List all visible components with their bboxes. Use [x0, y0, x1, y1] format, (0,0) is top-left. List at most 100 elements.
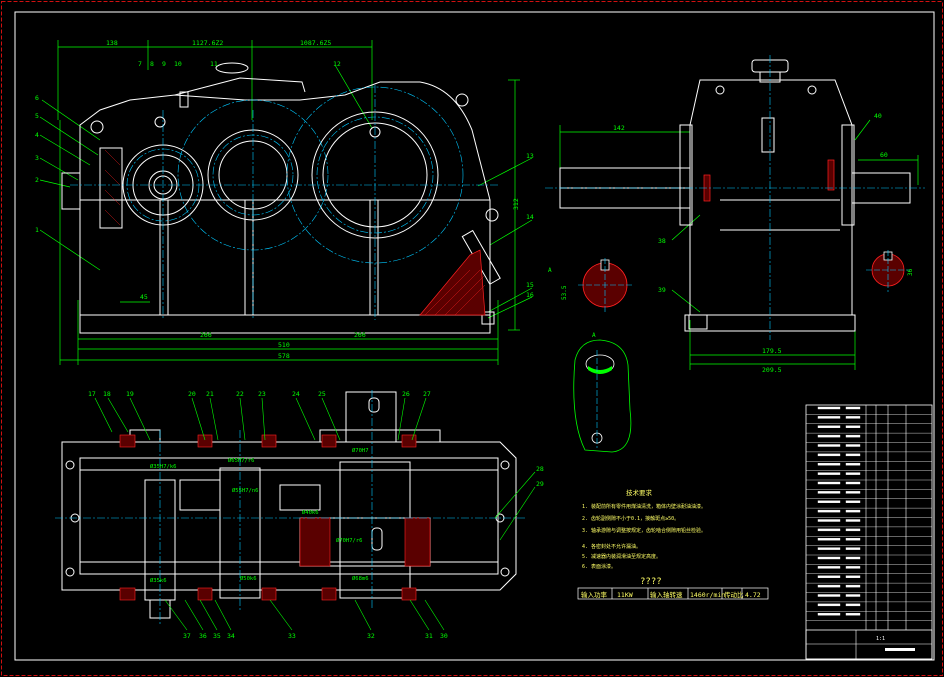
balloon-11: 11 — [210, 60, 218, 68]
spec-table: ???? 输入功率 11KW 输入轴转速 1460r/min 传动比 4.72 — [577, 577, 769, 600]
bom-row-name — [845, 613, 861, 616]
balloon-40: 40 — [874, 112, 882, 120]
balloon-15: 15 — [526, 281, 534, 289]
balloon-13: 13 — [526, 152, 534, 160]
side-dim-1: 142 — [613, 124, 625, 132]
spec-cell-2: 11KW — [617, 591, 633, 599]
balloon-7: 7 — [138, 60, 142, 68]
bom-row-name — [845, 416, 861, 419]
bom-row-text — [817, 556, 841, 560]
side-dim-3: 179.5 — [762, 347, 782, 355]
front-dim-bottom-4: 578 — [278, 352, 290, 360]
bom-row-name — [845, 584, 861, 588]
notes-item-6: 6. 表面涂漆。 — [582, 563, 616, 570]
bom-row-name — [845, 472, 861, 475]
bom-row-name — [845, 566, 861, 569]
spec-cell-6: 4.72 — [745, 591, 761, 599]
inner-border — [14, 11, 935, 661]
bom-row-text — [817, 425, 841, 428]
bom-row-text — [817, 453, 841, 457]
bom-row-name — [845, 491, 861, 494]
balloon-10: 10 — [174, 60, 182, 68]
fit-7: Ø70H7/r6 — [336, 537, 363, 544]
fit-3: Ø65H7/r6 — [228, 457, 255, 464]
balloon-37: 37 — [183, 632, 191, 640]
side-view: 142 60 179.5 209.5 40 38 39 — [545, 55, 925, 374]
plan-view: 17 18 19 20 21 22 23 24 25 26 27 28 29 3… — [55, 390, 544, 640]
spec-cell-4: 1460r/min — [690, 591, 725, 599]
balloon-4: 4 — [35, 131, 39, 139]
bom-row-name — [845, 425, 861, 428]
spec-cell-5: 传动比 — [724, 590, 744, 599]
bom-row-name — [845, 603, 861, 607]
bom-row-name — [845, 528, 861, 532]
bom-row-name — [845, 509, 861, 513]
balloon-14: 14 — [526, 213, 534, 221]
bom-row-text — [817, 491, 841, 494]
bom-row-text — [817, 594, 841, 597]
bom-row-name — [845, 538, 861, 541]
bom-row-text — [817, 538, 841, 541]
spec-cell-1: 输入功率 — [581, 590, 608, 599]
balloon-2: 2 — [35, 176, 39, 184]
balloon-19: 19 — [126, 390, 134, 398]
bom-row-text — [817, 463, 841, 466]
bom-row-text — [817, 575, 841, 578]
balloon-6: 6 — [35, 94, 39, 102]
bom-row-text — [817, 519, 841, 522]
bom-row-text — [817, 528, 841, 532]
bom-row-name — [845, 556, 861, 560]
balloon-17: 17 — [88, 390, 96, 398]
bom-row-name — [845, 547, 861, 550]
bom-row-text — [817, 566, 841, 569]
balloon-21: 21 — [206, 390, 214, 398]
balloon-28: 28 — [536, 465, 544, 473]
bom-row-name — [845, 406, 861, 410]
bom-row-text — [817, 584, 841, 588]
section-dim-left: 53.5 — [561, 285, 568, 300]
balloon-20: 20 — [188, 390, 196, 398]
balloon-16: 16 — [526, 291, 534, 299]
balloon-32: 32 — [367, 632, 375, 640]
front-dim-bottom-2: 510 — [278, 341, 290, 349]
balloon-33: 33 — [288, 632, 296, 640]
fit-1: Ø35H7/k6 — [150, 463, 177, 470]
notes-item-1: 1. 装配前所有零件用煤油清洗，箱体内壁涂耐油油漆。 — [582, 503, 706, 510]
bom-row-text — [817, 547, 841, 550]
notes-item-4: 4. 各密封处不允许漏油。 — [582, 543, 641, 550]
balloon-26: 26 — [402, 390, 410, 398]
balloon-38: 38 — [658, 237, 666, 245]
bom-row-text — [817, 444, 841, 447]
bom-row-name — [845, 444, 861, 447]
bom-row-text — [817, 434, 841, 438]
balloon-25: 25 — [318, 390, 326, 398]
technical-notes: 技术要求 1. 装配前所有零件用煤油清洗，箱体内壁涂耐油油漆。 2. 齿轮副侧隙… — [582, 488, 706, 570]
balloon-12: 12 — [333, 60, 341, 68]
side-dim-2: 60 — [880, 151, 888, 159]
bom-row-text — [817, 500, 841, 503]
front-dim-bottom-3: 266 — [354, 331, 366, 339]
bom-row-text — [817, 603, 841, 607]
spec-heading: ???? — [640, 577, 662, 587]
section-arrow-label: A — [548, 267, 552, 274]
bom-row-text — [817, 472, 841, 475]
balloon-27: 27 — [423, 390, 431, 398]
notes-item-3: 3. 轴承游隙与调整按规定，齿轮啮合侧隙用铅丝检验。 — [582, 527, 706, 534]
fit-2: Ø55H7/n6 — [232, 487, 259, 494]
bom-row-text — [817, 406, 841, 410]
balloon-30: 30 — [440, 632, 448, 640]
balloon-1: 1 — [35, 226, 39, 234]
front-dim-side-1: 45 — [140, 293, 148, 301]
notes-item-2: 2. 齿轮副侧隙不小于0.1，接触斑点≥50。 — [582, 515, 679, 522]
side-dim-4: 209.5 — [762, 366, 782, 374]
balloon-5: 5 — [35, 112, 39, 120]
balloon-39: 39 — [658, 286, 666, 294]
bom-row-text — [817, 509, 841, 513]
balloon-9: 9 — [162, 60, 166, 68]
balloon-34: 34 — [227, 632, 235, 640]
front-dim-2: 1127.6Z2 — [192, 39, 223, 47]
fit-4: Ø35k6 — [150, 577, 167, 584]
balloon-24: 24 — [292, 390, 300, 398]
